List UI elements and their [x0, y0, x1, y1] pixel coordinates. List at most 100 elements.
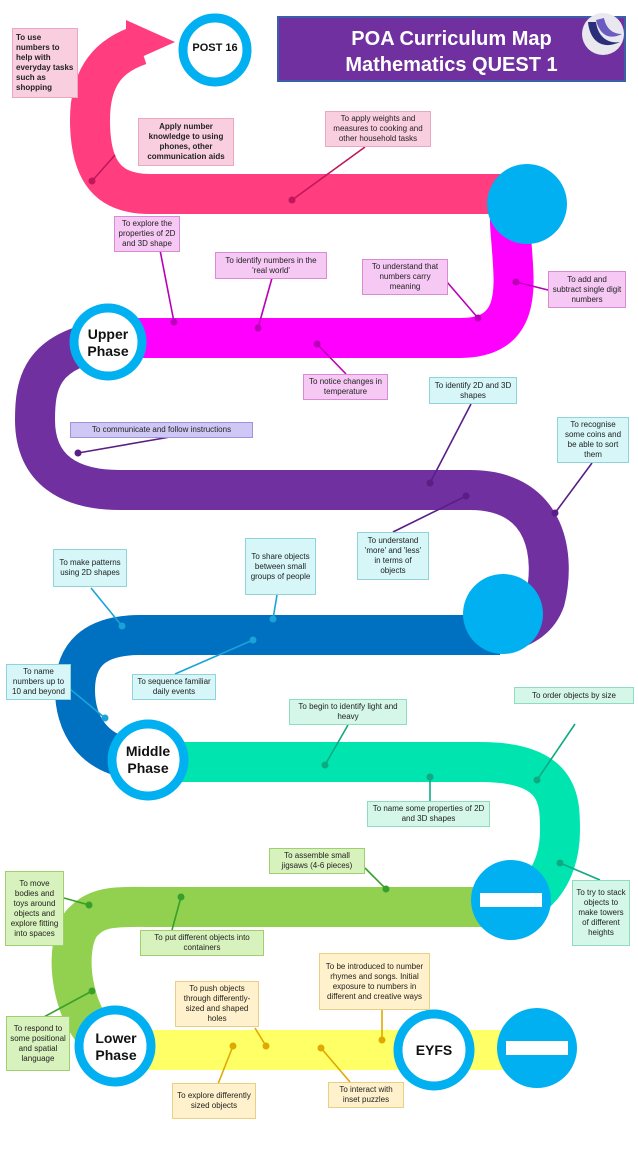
title-banner: POA Curriculum Map Mathematics QUEST 1: [277, 16, 626, 82]
objective-box: To understand that numbers carry meaning: [362, 259, 448, 295]
lower-phase-word-2: Phase: [95, 1047, 137, 1063]
lower-phase-label: Lower Phase: [86, 1030, 146, 1064]
lower-phase-milestone: [74, 1005, 156, 1087]
objective-box: To communicate and follow instructions: [70, 422, 253, 438]
connector-dot: [170, 318, 178, 326]
connector-dot: [74, 449, 82, 457]
connector-dot: [288, 196, 296, 204]
upper-phase-word-1: Upper: [87, 326, 129, 342]
objective-box: To understand 'more' and 'less' in terms…: [357, 532, 429, 580]
objective-box: To sequence familiar daily events: [132, 674, 216, 700]
connector: [41, 990, 93, 1019]
connector: [554, 462, 593, 514]
objective-box: To apply weights and measures to cooking…: [325, 111, 431, 147]
objective-box: Apply number knowledge to using phones, …: [138, 118, 234, 166]
connector-dot: [177, 893, 185, 901]
middle-phase-word-1: Middle: [125, 743, 171, 759]
lower-phase-word-1: Lower: [95, 1030, 137, 1046]
connector: [171, 896, 182, 931]
connector: [272, 594, 278, 620]
no-entry-bar-2: [506, 1041, 568, 1055]
connector-dot: [249, 636, 257, 644]
connector-dot: [269, 615, 277, 623]
arrow-head-icon: [126, 20, 175, 64]
connector: [291, 146, 366, 201]
connector-dot: [321, 761, 329, 769]
connector: [429, 403, 472, 484]
objective-box: To explore differently sized objects: [172, 1083, 256, 1119]
connector-dot: [313, 340, 321, 348]
connector: [254, 1027, 267, 1047]
connector-dot: [88, 177, 96, 185]
connector: [159, 249, 175, 323]
objective-box: To begin to identify light and heavy: [289, 699, 407, 725]
connector-dot: [254, 324, 262, 332]
curved-swoosh-logo-icon: [578, 12, 628, 58]
objective-box: To add and subtract single digit numbers: [548, 271, 626, 308]
turn-circle-1: [487, 164, 567, 244]
connector: [536, 723, 576, 781]
connector: [320, 1047, 351, 1083]
middle-phase-milestone: [107, 719, 189, 801]
connector-dot: [426, 479, 434, 487]
connector-dot: [229, 1042, 237, 1050]
objective-box: To name numbers up to 10 and beyond: [6, 664, 71, 700]
connector-dot: [533, 776, 541, 784]
connector: [446, 281, 479, 319]
upper-phase-label: Upper Phase: [80, 326, 136, 360]
objective-box: To share objects between small groups of…: [245, 538, 316, 595]
connector: [316, 343, 347, 375]
pink-road-band: [69, 26, 525, 214]
connector-dot: [317, 1044, 325, 1052]
connector: [515, 281, 549, 291]
objective-box: To identify numbers in the 'real world': [215, 252, 327, 279]
connector: [217, 1045, 234, 1085]
connector-dot: [474, 314, 482, 322]
blue-road-band: [54, 615, 500, 780]
connector: [324, 724, 349, 766]
no-entry-bar-1: [480, 893, 542, 907]
connector: [91, 154, 116, 182]
connector-dot: [551, 509, 559, 517]
connector: [392, 495, 467, 533]
objective-box: To notice changes in temperature: [303, 374, 388, 400]
turn-circle-2: [463, 574, 543, 654]
connector-dot: [556, 859, 564, 867]
objective-box: To identify 2D and 3D shapes: [429, 377, 517, 404]
objective-box: To respond to some positional and spatia…: [6, 1016, 70, 1071]
connector-dot: [426, 773, 434, 781]
connector-dot: [85, 901, 93, 909]
objective-box: To be introduced to number rhymes and so…: [319, 953, 430, 1010]
connector: [63, 897, 90, 906]
connector: [364, 867, 387, 890]
title-line-2: Mathematics QUEST 1: [345, 54, 558, 76]
objective-box: To recognise some coins and be able to s…: [557, 417, 629, 463]
connector-dot: [378, 1036, 386, 1044]
objective-box: To put different objects into containers: [140, 930, 264, 956]
objective-box: To assemble small jigsaws (4-6 pieces): [269, 848, 365, 874]
upper-phase-milestone: [69, 303, 147, 381]
objective-box: To interact with inset puzzles: [328, 1082, 404, 1108]
connector-dot: [262, 1042, 270, 1050]
objective-box: To push objects through differently-size…: [175, 981, 259, 1027]
connector: [559, 862, 601, 881]
objective-box: To make patterns using 2D shapes: [53, 549, 127, 587]
connector-dot: [101, 714, 109, 722]
objective-box: To order objects by size: [514, 687, 634, 704]
objective-box: To use numbers to help with everyday tas…: [12, 28, 78, 98]
middle-phase-word-2: Phase: [127, 760, 169, 776]
eyfs-milestone: [393, 1009, 475, 1091]
connector-dot: [88, 987, 96, 995]
connector: [174, 639, 254, 675]
middle-phase-label: Middle Phase: [118, 743, 178, 777]
objective-box: To move bodies and toys around objects a…: [5, 871, 64, 946]
post16-label: POST 16: [192, 42, 238, 54]
connector-dot: [118, 622, 126, 630]
connector: [257, 277, 273, 329]
connector-dot: [462, 492, 470, 500]
title-line-1: POA Curriculum Map: [351, 28, 552, 50]
objective-box: To explore the properties of 2D and 3D s…: [114, 216, 180, 252]
eyfs-label: EYFS: [415, 1042, 453, 1058]
upper-phase-word-2: Phase: [87, 343, 129, 359]
